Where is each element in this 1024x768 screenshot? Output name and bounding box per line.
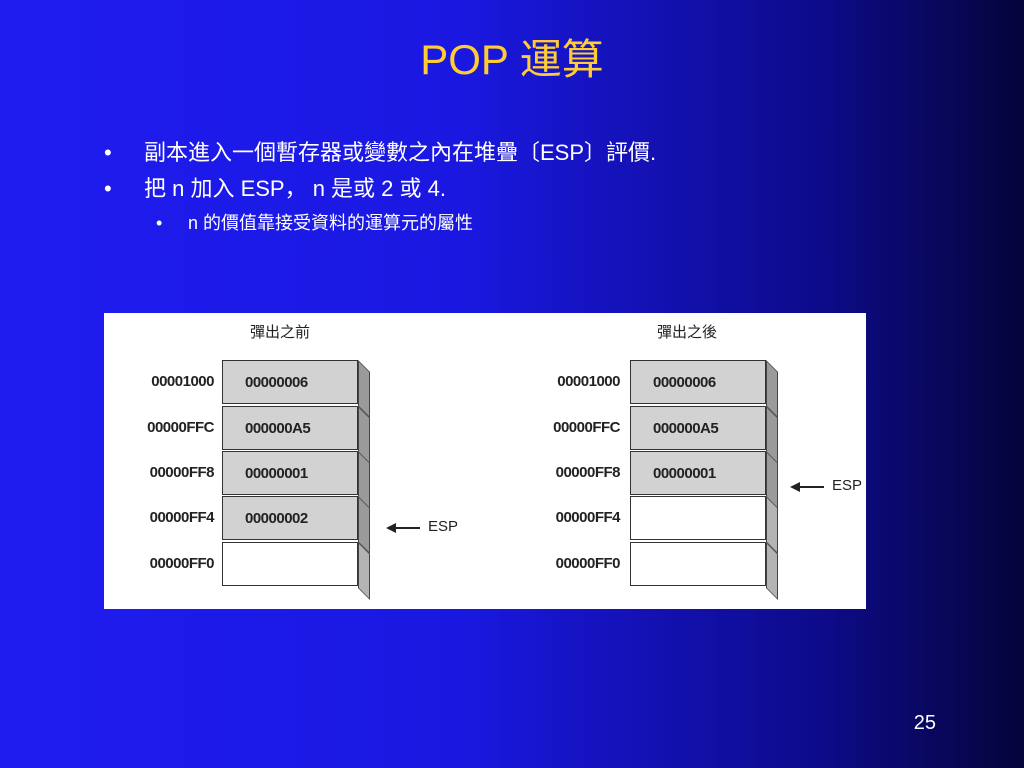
address-label: 00000FF8 [149,464,215,481]
address-label: 00000FFC [147,419,214,436]
arrow-left-icon [386,523,396,533]
page-number: 25 [913,712,936,734]
address-label: 00000FFC [553,419,620,436]
bullet-marker: • [156,213,163,233]
esp-label: ESP [832,477,863,494]
address-label: 00000FF0 [149,555,215,572]
stack-cell: 00000006 [222,360,358,404]
after-title: 彈出之後 [657,324,718,341]
address-label: 00001000 [557,373,620,390]
stack-diagram: 彈出之前 00001000 00000FFC 00000FF8 00000FF4… [104,313,866,609]
stack-cell: 00000001 [630,451,766,495]
slide-title: POP 運算 [420,36,604,83]
bullet-marker: • [104,176,112,201]
stack-cell [630,542,766,586]
bullet-text: 副本進入一個暫存器或變數之內在堆疊〔ESP〕評價. [144,140,657,165]
stack-cell: 00000001 [222,451,358,495]
bullet-list: • 副本進入一個暫存器或變數之內在堆疊〔ESP〕評價. • 把 n 加入 ESP… [104,136,656,240]
bullet-text: 把 n 加入 ESP， n 是或 2 或 4. [144,176,446,201]
address-label: 00000FF0 [555,555,621,572]
bullet-marker: • [104,140,112,165]
stack-cell [630,496,766,540]
stack-cell: 00000002 [222,496,358,540]
before-title: 彈出之前 [250,324,311,341]
sub-bullet-item: • n 的價值靠接受資料的運算元的屬性 [104,208,656,240]
stack-cell: 000000A5 [630,406,766,450]
address-label: 00001000 [151,373,214,390]
arrow-left-icon [790,482,800,492]
sub-bullet-text: n 的價值靠接受資料的運算元的屬性 [188,213,474,233]
stack-cell: 000000A5 [222,406,358,450]
address-label: 00000FF8 [555,464,621,481]
bullet-item: • 把 n 加入 ESP， n 是或 2 或 4. [104,172,656,208]
address-label: 00000FF4 [149,509,215,526]
address-label: 00000FF4 [555,509,621,526]
bullet-item: • 副本進入一個暫存器或變數之內在堆疊〔ESP〕評價. [104,136,656,172]
stack-cell [222,542,358,586]
stack-cell: 00000006 [630,360,766,404]
esp-label: ESP [428,518,459,535]
